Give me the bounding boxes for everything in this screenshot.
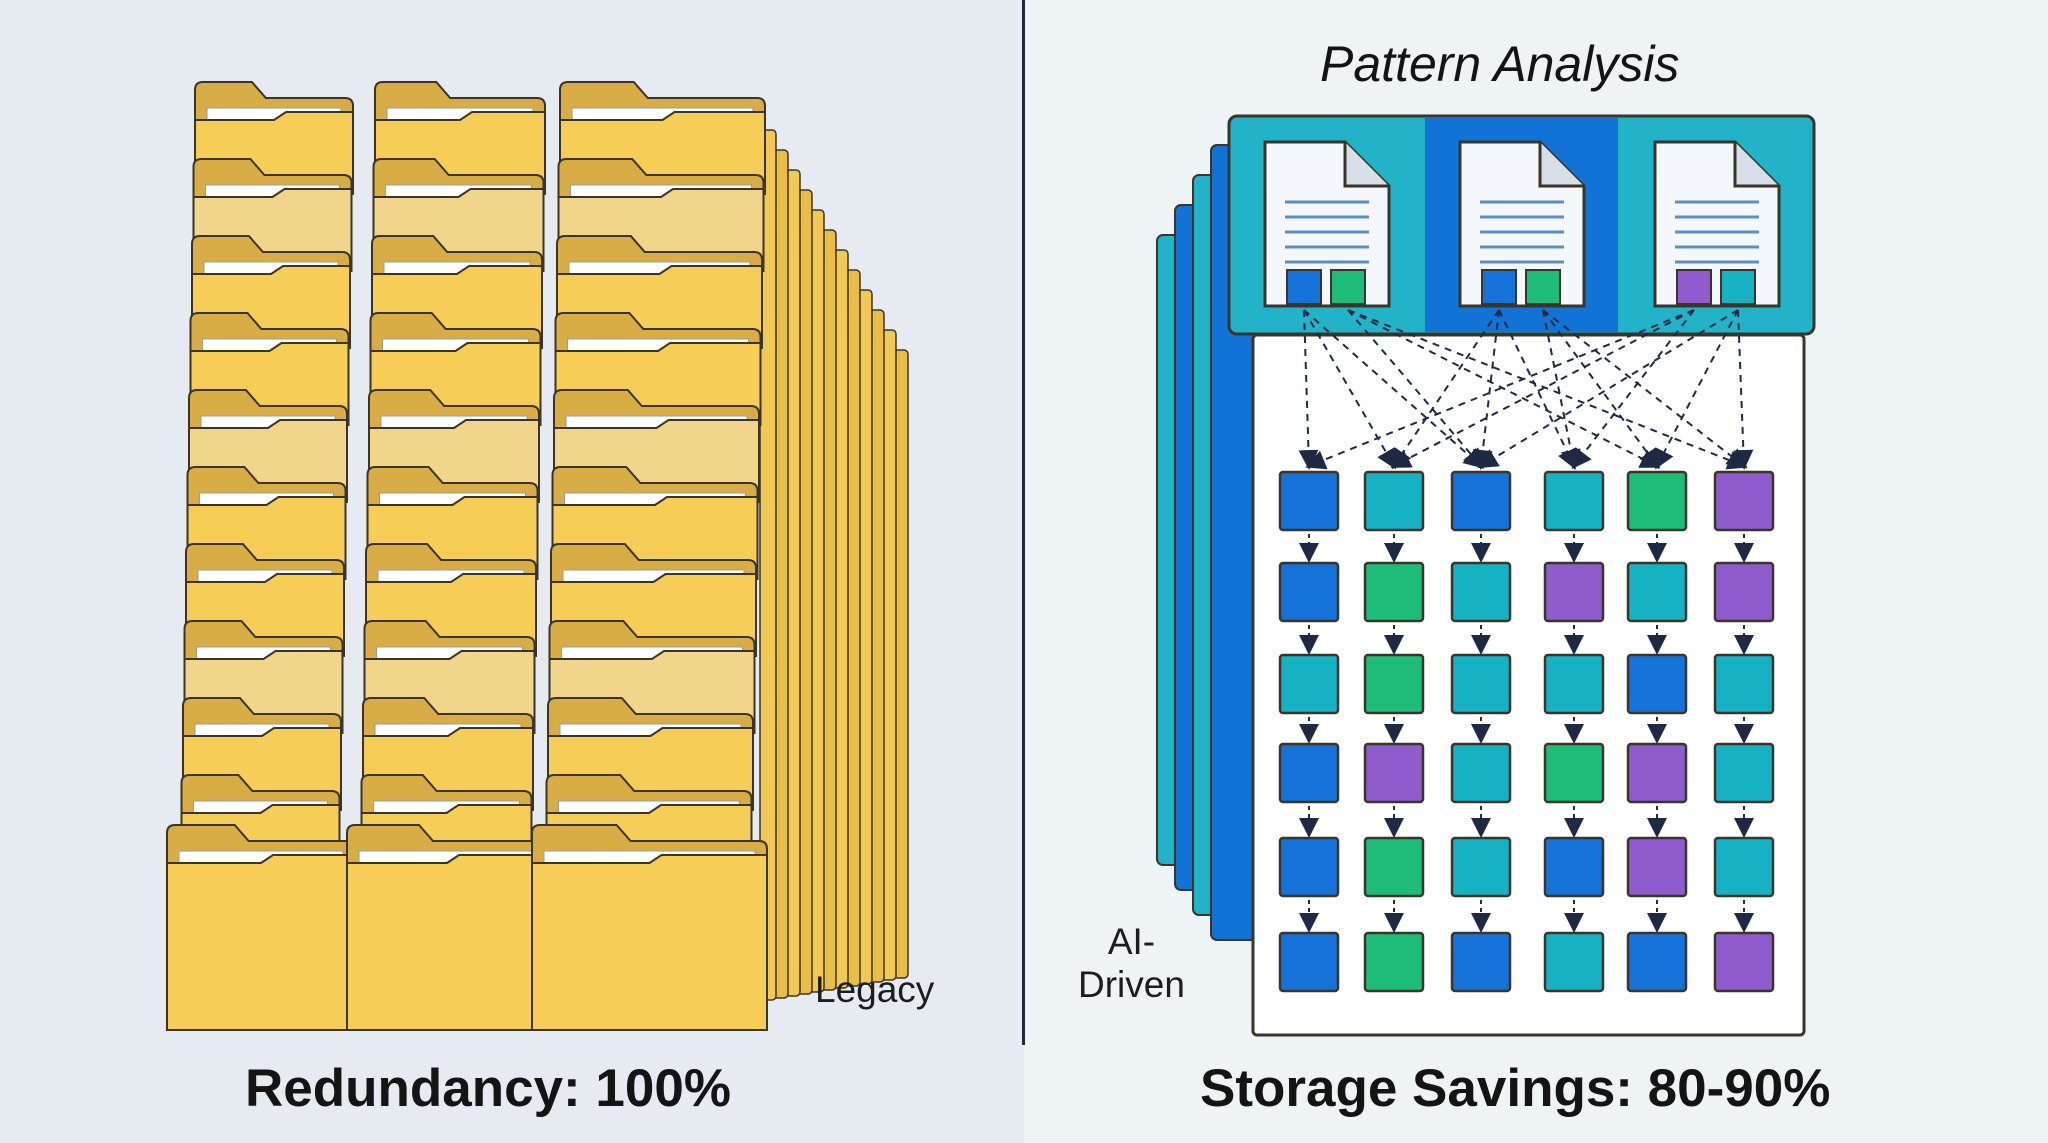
grid-block [1713, 931, 1775, 993]
pattern-arrow [1303, 309, 1396, 470]
grid-block [1450, 561, 1512, 623]
document-fold [1538, 142, 1584, 188]
grid-block [1713, 561, 1775, 623]
document-body [1458, 140, 1586, 308]
grid-block [1278, 470, 1340, 532]
grid-block [1450, 742, 1512, 804]
folder-front [346, 854, 548, 1031]
document-fold [1343, 142, 1389, 188]
grid-block [1713, 653, 1775, 715]
folder-stacks [166, 81, 909, 1031]
folder [346, 824, 548, 1031]
grid-block [1363, 836, 1425, 898]
document-tag [1676, 269, 1712, 305]
legacy-label: Legacy [815, 969, 935, 1010]
folder [166, 824, 356, 1031]
grid-block [1713, 836, 1775, 898]
pattern-arrows [1298, 309, 1754, 933]
grid-block [1363, 653, 1425, 715]
document-tag [1481, 269, 1517, 305]
pattern-arrow [1571, 309, 1695, 470]
document-icon [1458, 140, 1586, 308]
divider [1022, 0, 1025, 1045]
pattern-arrow [1305, 309, 1695, 470]
document-tag [1330, 269, 1366, 305]
pattern-arrow [1542, 309, 1660, 470]
storage-savings-caption: Storage Savings: 80-90% [1200, 1059, 1831, 1118]
grid-block [1278, 742, 1340, 804]
grid-block [1363, 561, 1425, 623]
document-body [1263, 140, 1391, 308]
grid-block [1278, 653, 1340, 715]
pattern-arrow [1655, 309, 1739, 470]
grid-block [1626, 931, 1688, 993]
grid-block [1363, 470, 1425, 532]
grid-block [1543, 561, 1605, 623]
block-grid [1278, 470, 1775, 993]
grid-block [1713, 470, 1775, 532]
grid-block [1363, 742, 1425, 804]
grid-block [1278, 836, 1340, 898]
document-icon [1653, 140, 1781, 308]
pattern-arrow [1347, 309, 1661, 468]
document-tag [1525, 269, 1561, 305]
pattern-arrow [1390, 309, 1695, 468]
redundancy-caption: Redundancy: 100% [245, 1059, 731, 1118]
grid-block [1450, 470, 1512, 532]
grid-block [1626, 561, 1688, 623]
pattern-arrow [1472, 309, 1500, 470]
grid-block [1543, 836, 1605, 898]
grid-block [1543, 653, 1605, 715]
document-body [1653, 140, 1781, 308]
grid-block [1450, 653, 1512, 715]
document-fold [1733, 142, 1779, 188]
ai-driven-label-line1: AI- [1107, 921, 1156, 962]
pattern-arrow [1477, 309, 1739, 469]
grid-block [1626, 653, 1688, 715]
document-tag [1720, 269, 1756, 305]
pattern-arrow [1542, 309, 1581, 470]
grid-block [1363, 931, 1425, 993]
pattern-arrow [1391, 309, 1500, 470]
grid-block [1543, 470, 1605, 532]
grid-block [1543, 931, 1605, 993]
grid-block [1626, 742, 1688, 804]
pattern-arrow [1542, 309, 1748, 469]
document-icon [1263, 140, 1391, 308]
grid-block [1543, 742, 1605, 804]
folder [553, 389, 760, 503]
folder [531, 824, 768, 1031]
document-tag [1286, 269, 1322, 305]
folder-front [531, 854, 768, 1031]
grid-block [1713, 742, 1775, 804]
grid-block [1278, 561, 1340, 623]
pattern-arrow [1303, 309, 1485, 469]
pattern-arrow [1298, 309, 1319, 470]
pattern-analysis-title: Pattern Analysis [1320, 36, 1680, 92]
ai-driven-label-line2: Driven [1078, 964, 1185, 1005]
grid-block [1278, 931, 1340, 993]
ai-driven-label: AI- Driven [1078, 920, 1185, 1006]
pattern-arrow [1347, 309, 1484, 470]
grid-block [1450, 931, 1512, 993]
pattern-arrow [1347, 309, 1748, 470]
folder-front [166, 854, 356, 1031]
pattern-arrow [1498, 309, 1577, 470]
grid-block [1450, 836, 1512, 898]
grid-block [1626, 836, 1688, 898]
grid-block [1626, 470, 1688, 532]
pattern-arrow [1733, 309, 1754, 470]
